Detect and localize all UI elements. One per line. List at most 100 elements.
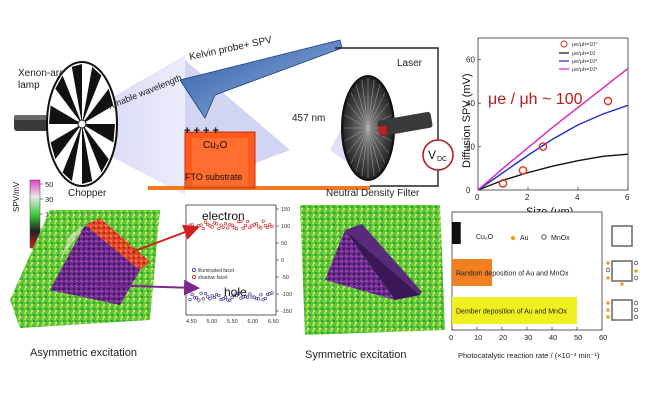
legend-marker-0 (560, 40, 568, 48)
trace-point (210, 225, 214, 229)
trace-point (234, 293, 239, 298)
trace-point (246, 295, 250, 299)
filter-ray (355, 84, 369, 129)
kelvin-probe-icon (179, 39, 343, 119)
filter-ray (367, 127, 375, 177)
mnox-particle-icon (633, 300, 639, 306)
setup-diagram: Xenon-arc lamp Chopper Tunable wavelengt… (14, 35, 454, 199)
chopper-blade (49, 105, 82, 124)
trace-point (252, 295, 256, 299)
au-particle-icon (606, 315, 610, 319)
bar-xtick-label: 0 (449, 333, 453, 342)
trace-xtick-label: 5.00 (207, 319, 218, 325)
bar-legend-au: Au (520, 235, 529, 242)
wavelength-label: 457 nm (292, 113, 325, 124)
trace-ytick-label: -150 (281, 309, 292, 315)
asymmetric-label: Asymmetric excitation (30, 347, 137, 359)
trace-ytick-label: 0 (281, 258, 284, 264)
trace-point (259, 226, 263, 230)
trace-point (248, 226, 252, 230)
chopper-blade (82, 88, 114, 124)
bar-xtick-label: 30 (524, 333, 532, 342)
vdc-label: V (428, 148, 436, 162)
kelvin-probe-label: Kelvin probe+ SPV (188, 35, 273, 63)
spv-xtick-label: 4 (575, 193, 580, 202)
filter-ray (367, 127, 381, 172)
trace-point (234, 227, 239, 231)
trace-xtick-label: 5.50 (227, 319, 238, 325)
trace-point (248, 292, 252, 296)
trace-point (241, 295, 245, 299)
trace-point (226, 226, 230, 230)
bar-xtick-label: 50 (574, 333, 582, 342)
trace-point (246, 219, 250, 224)
random-deposition-icon (611, 260, 633, 282)
trace-point (263, 224, 267, 228)
bar-xtick-label: 40 (549, 333, 557, 342)
bar-legend-cu2o: Cu₂O (476, 234, 494, 241)
au-particle-icon (606, 308, 610, 312)
trace-point (230, 295, 234, 299)
au-particle-icon (606, 276, 610, 280)
spv-measured-point (538, 142, 548, 151)
trace-ytick-label: 150 (281, 207, 290, 213)
trace-point (214, 222, 219, 226)
chopper-label: Chopper (68, 188, 107, 199)
trace-legend: illuminated facet shadow facet (191, 267, 235, 281)
trace-point (203, 291, 208, 296)
electron-arrow (131, 224, 200, 253)
trace-point (195, 296, 199, 300)
filter-ray (367, 127, 389, 154)
legend-marker-illuminated (191, 267, 196, 272)
trace-point (270, 291, 274, 295)
spv-measured-point (603, 96, 613, 106)
filter-ray (367, 84, 381, 129)
filter-ray (344, 114, 369, 129)
legend-illuminated: illuminated facet (198, 268, 235, 274)
chopper-blade (82, 66, 102, 124)
filter-ray (361, 79, 369, 129)
filter-ray (344, 127, 369, 142)
mnox-particle-icon (633, 260, 639, 266)
trace-ytick-label: -100 (281, 292, 292, 298)
trace-point (237, 291, 241, 295)
bar-xtick-label: 20 (499, 333, 507, 342)
au-particle-icon (606, 301, 610, 305)
rate-bar (452, 222, 461, 244)
trace-point (223, 222, 228, 226)
colorbar-unit: SPV/mV (12, 181, 21, 212)
legend-marker-shadow (191, 274, 196, 279)
legend-2: μe/μh=10² (572, 59, 597, 65)
chopper-blade (55, 75, 82, 124)
trace-point (203, 220, 208, 224)
laser-label: Laser (397, 58, 423, 69)
chopper-blade (82, 124, 109, 173)
chopper-blade (71, 64, 82, 124)
bar-xlabel: Photocatalytic reaction rate / (×10⁻³ mi… (458, 351, 600, 360)
trace-point (228, 298, 232, 302)
sample-stage: + + + + Cu₂O FTO substrate (148, 125, 370, 190)
au-particle-icon (606, 261, 610, 265)
svg-text:+ + + +: + + + + (184, 125, 219, 137)
chopper-blade (50, 124, 82, 160)
substrate-label: FTO substrate (185, 172, 242, 182)
mnox-particle-icon (605, 267, 611, 273)
trace-ytick-label: 100 (281, 224, 290, 230)
trace-point (263, 296, 267, 301)
spv-legend: μe/μh=10° μe/μh=10 μe/μh=10² μe/μh=10³ (559, 40, 598, 73)
rate-bar-label: Random deposition of Au and MnOx (456, 271, 569, 278)
filter-ray (367, 102, 389, 129)
bar-xtick-label: 10 (474, 333, 482, 342)
trace-ytick-label: -50 (281, 275, 289, 281)
crystal-label: Cu₂O (203, 140, 228, 151)
legend-3: μe/μh=10³ (572, 67, 597, 73)
vdc-source-icon (422, 139, 454, 171)
trace-point (270, 224, 274, 229)
chopper-hub (77, 119, 87, 129)
filter-ray (367, 92, 386, 129)
au-particle-icon (634, 269, 638, 273)
trace-point (268, 223, 272, 227)
bar-xtick-label: 60 (599, 333, 607, 342)
